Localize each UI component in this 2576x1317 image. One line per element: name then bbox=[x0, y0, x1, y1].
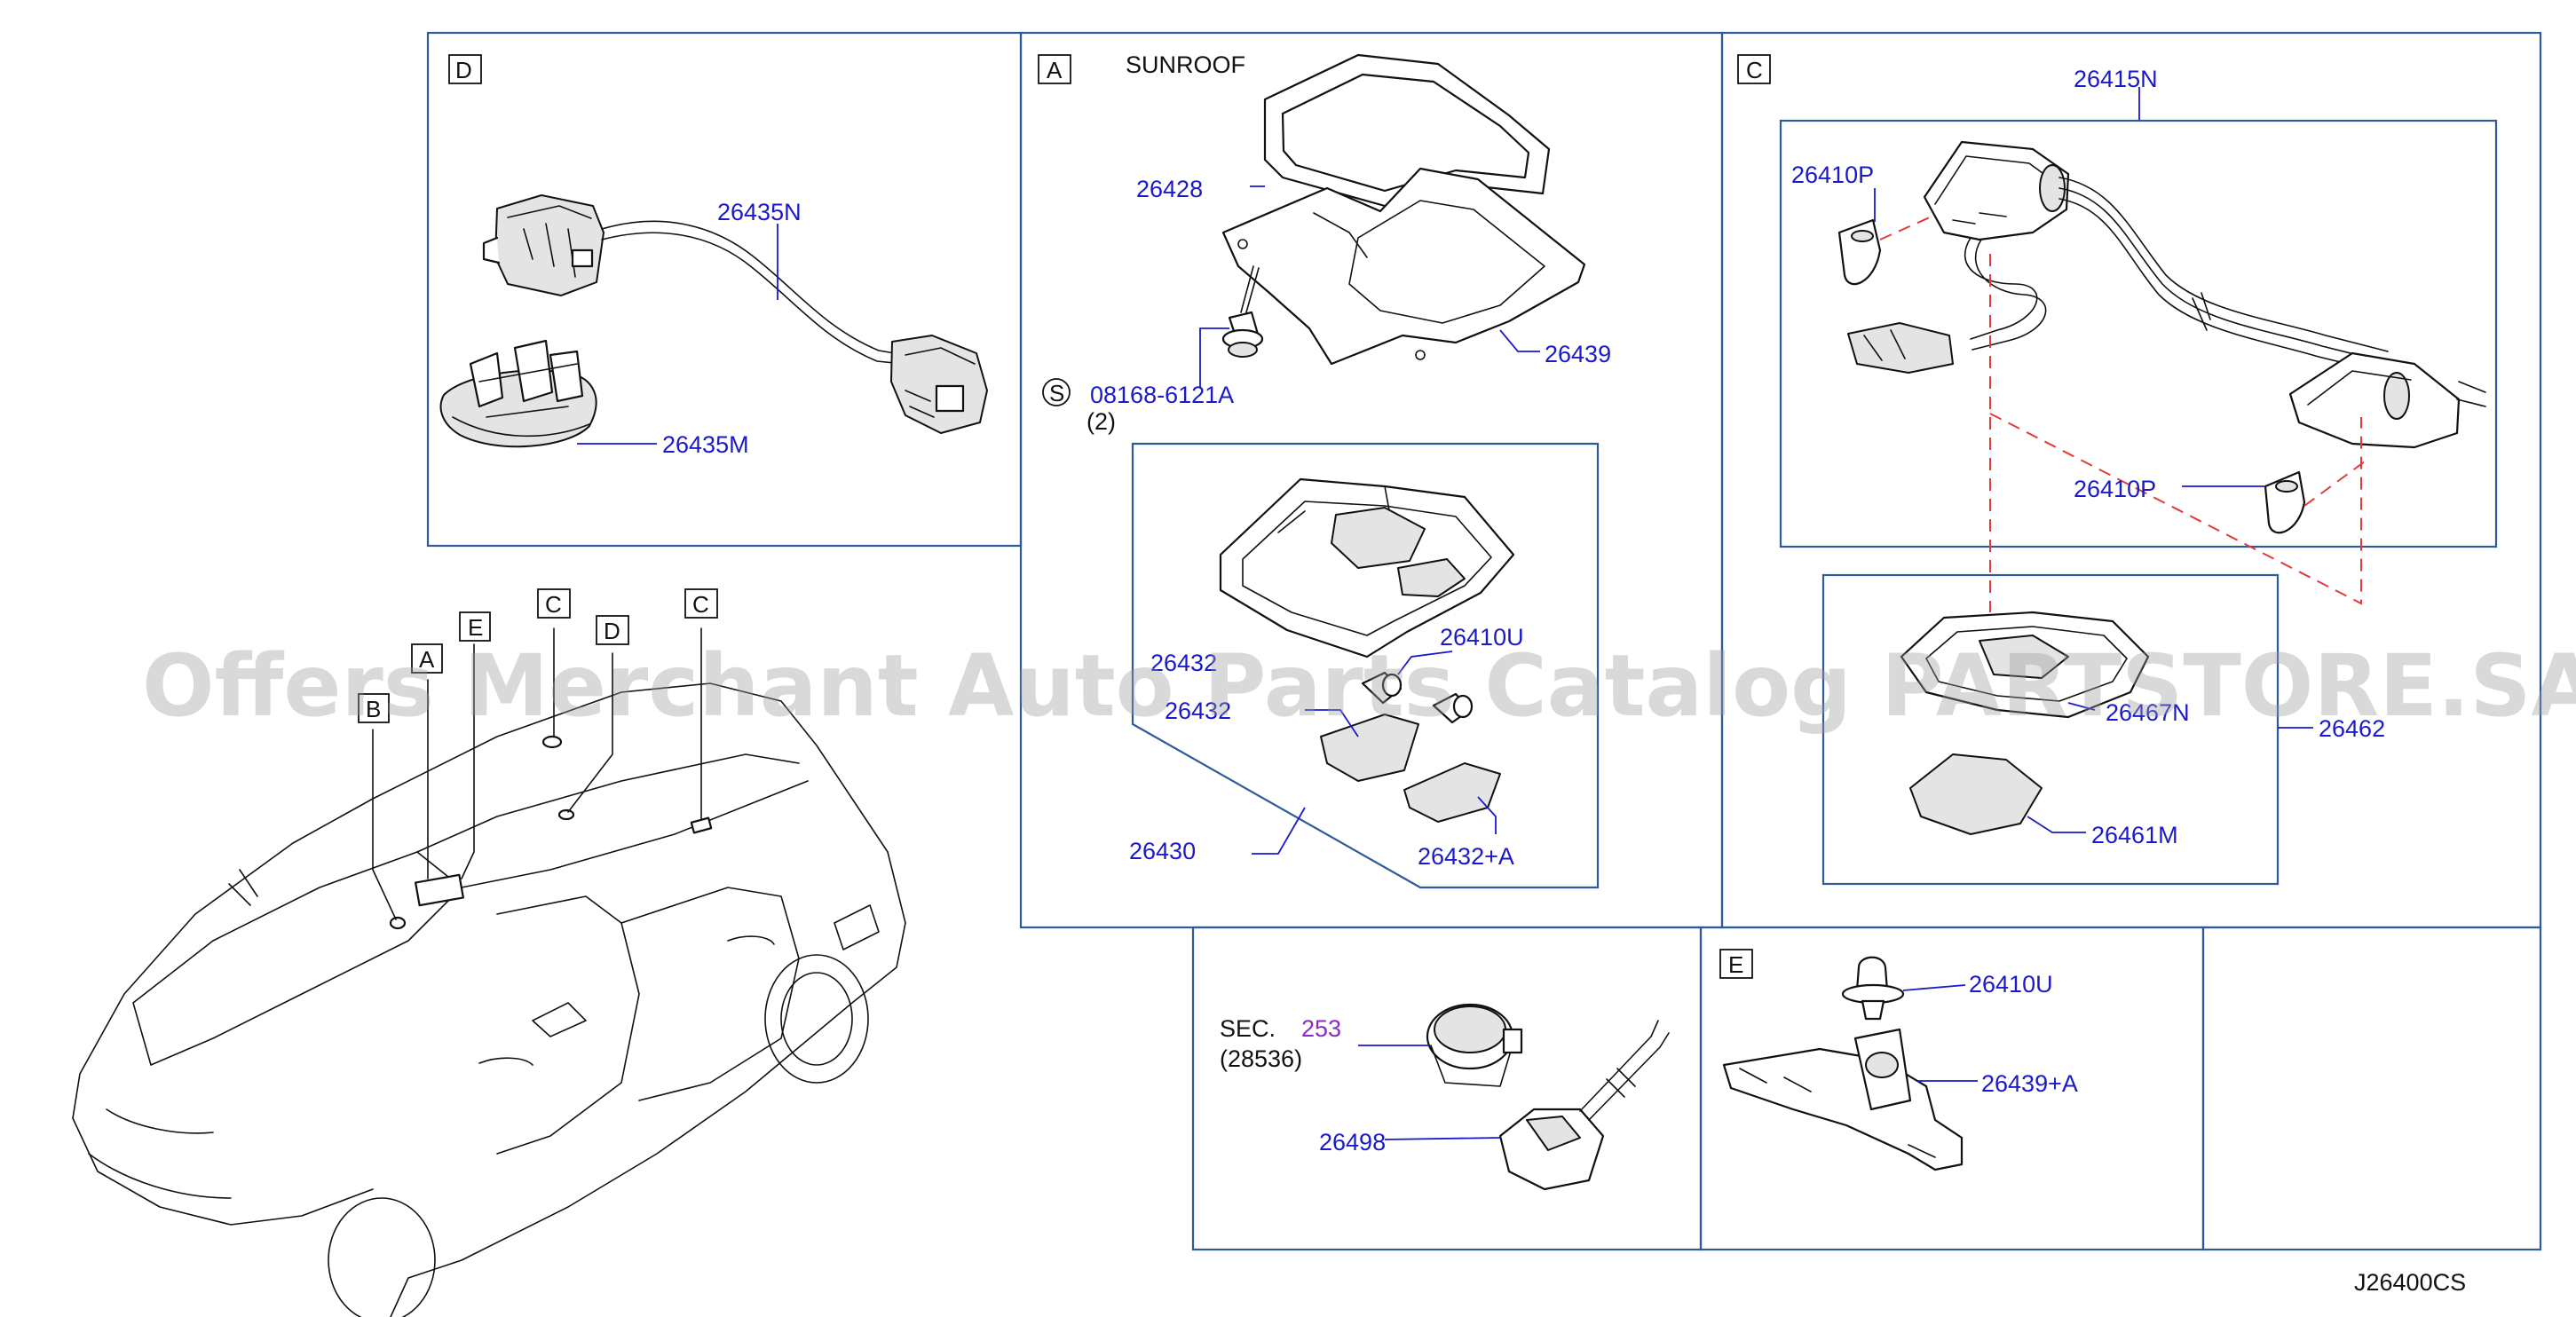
sec-number: 253 bbox=[1301, 1015, 1341, 1042]
label-08168-6121A: 08168-6121A bbox=[1090, 382, 1234, 408]
bulb-26410U bbox=[1361, 671, 1474, 724]
panel-d: D 26435N 26435M bbox=[439, 54, 988, 458]
sensor-28536 bbox=[1426, 1003, 1523, 1087]
lens-26432A bbox=[1403, 762, 1501, 823]
sensor-26498 bbox=[1498, 1020, 1670, 1191]
label-26410P-left: 26410P bbox=[1791, 162, 1874, 188]
label-26498: 26498 bbox=[1319, 1129, 1386, 1155]
harness-26415N bbox=[1847, 140, 2486, 449]
lamp-assembly-26430 bbox=[1219, 477, 1515, 658]
panel-sec: SEC. 253 (28536) 26498 bbox=[1220, 1003, 1670, 1191]
label-26432-A: 26432+A bbox=[1418, 843, 1514, 870]
screw-08168-6121A bbox=[1221, 265, 1264, 358]
label-screw-qty: (2) bbox=[1087, 408, 1116, 435]
vehicle-callouts: B A E C D C bbox=[358, 588, 718, 920]
clip-26410U bbox=[1841, 956, 1905, 1021]
panel-a-tag: A bbox=[1047, 57, 1063, 83]
panel-e-tag: E bbox=[1728, 951, 1743, 978]
bracket-26439A bbox=[1722, 1028, 1964, 1171]
label-26439: 26439 bbox=[1545, 341, 1611, 367]
panel-c-tag: C bbox=[1746, 57, 1763, 83]
label-26435M: 26435M bbox=[662, 431, 749, 458]
panel-e: E 26410U 26439+A bbox=[1719, 949, 2078, 1171]
callout-c-left: C bbox=[545, 591, 562, 618]
diagram-code: J26400CS bbox=[2354, 1269, 2466, 1296]
label-26432: 26432 bbox=[1165, 698, 1231, 724]
bulb-26410P bbox=[1837, 218, 2306, 534]
label-26439-A: 26439+A bbox=[1981, 1070, 2078, 1097]
lens-26461M bbox=[1909, 753, 2043, 835]
label-26428: 26428 bbox=[1136, 176, 1203, 202]
label-26430: 26430 bbox=[1129, 838, 1196, 864]
label-26432-upper: 26432 bbox=[1150, 650, 1217, 676]
panel-frames bbox=[426, 31, 2542, 1251]
panel-d-tag: D bbox=[455, 57, 472, 83]
lens-26432 bbox=[1320, 714, 1419, 782]
bracket-26435M bbox=[439, 339, 597, 448]
label-26467N: 26467N bbox=[2106, 699, 2190, 726]
label-26410U: 26410U bbox=[1440, 624, 1524, 651]
callout-d: D bbox=[604, 618, 620, 644]
watermark: Offers Merchant Auto Parts Catalog PARTS… bbox=[142, 636, 2576, 736]
callout-a: A bbox=[419, 646, 435, 673]
panel-c: C 26415N bbox=[1737, 54, 2498, 886]
vehicle-outline bbox=[72, 682, 906, 1317]
panel-a-title: SUNROOF bbox=[1126, 51, 1245, 78]
panel-a: A SUNROOF 26428 26439 S 08168-6121A bbox=[1038, 51, 1611, 889]
label-26415N: 26415N bbox=[2074, 66, 2158, 92]
label-26461M: 26461M bbox=[2091, 822, 2178, 848]
label-26410P-right: 26410P bbox=[2074, 476, 2156, 502]
harness-connector-26435N bbox=[482, 194, 988, 434]
label-26410U-e: 26410U bbox=[1969, 971, 2053, 998]
housing-26467N bbox=[1900, 611, 2150, 719]
callout-c-right: C bbox=[692, 591, 709, 618]
bracket-26439 bbox=[1221, 167, 1586, 366]
plate-26428 bbox=[1263, 53, 1551, 208]
sec-sub: (28536) bbox=[1220, 1045, 1302, 1072]
callout-b: B bbox=[366, 696, 381, 722]
sec-prefix: SEC. bbox=[1220, 1015, 1276, 1042]
label-26462: 26462 bbox=[2319, 715, 2385, 742]
screw-symbol: S bbox=[1049, 380, 1064, 406]
callout-e: E bbox=[468, 614, 483, 641]
label-26435N: 26435N bbox=[717, 199, 802, 225]
